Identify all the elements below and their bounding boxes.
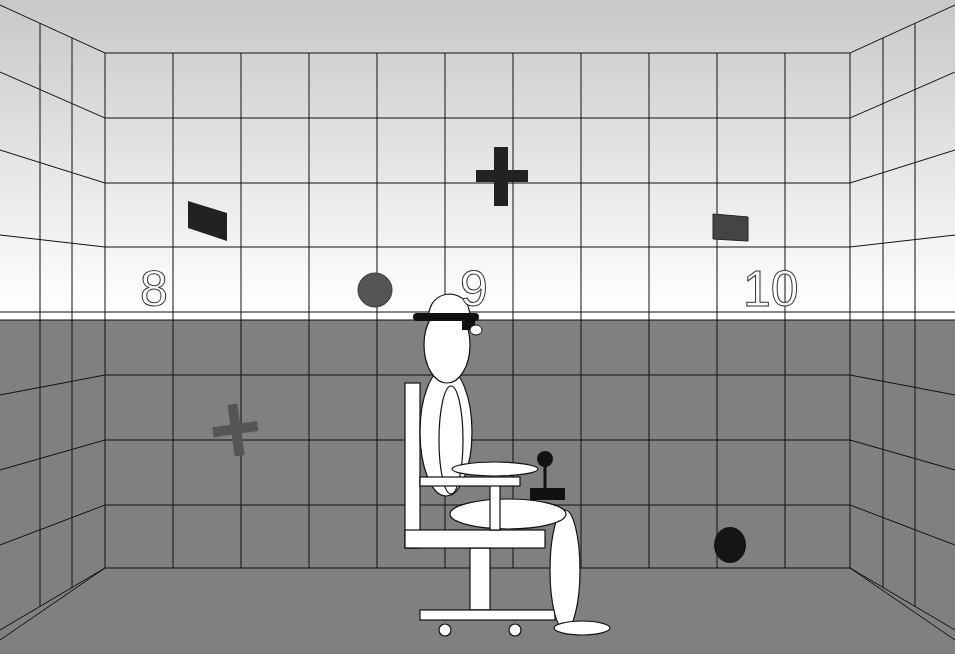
grid-line bbox=[513, 53, 514, 568]
grid-line bbox=[72, 38, 73, 588]
grid-line bbox=[850, 375, 955, 395]
grid-line bbox=[0, 5, 105, 53]
grid-line bbox=[0, 150, 105, 183]
grid-line bbox=[850, 5, 955, 53]
grid-line bbox=[915, 23, 916, 606]
grid-line bbox=[173, 53, 174, 568]
grid-line bbox=[850, 235, 955, 247]
grid-line bbox=[850, 568, 955, 640]
grid-line bbox=[0, 312, 105, 313]
grid-line bbox=[105, 53, 850, 54]
grid-line bbox=[0, 320, 105, 321]
grid-line bbox=[377, 53, 378, 568]
grid-line bbox=[0, 235, 105, 247]
circle-symbol bbox=[714, 527, 746, 563]
grid-line bbox=[581, 53, 582, 568]
rectangle-symbol bbox=[188, 201, 227, 241]
rectangle-symbol bbox=[713, 214, 748, 241]
grid-line bbox=[105, 53, 106, 568]
grid-line bbox=[241, 53, 242, 568]
wall-grid bbox=[0, 5, 955, 640]
grid-line bbox=[309, 53, 310, 568]
grid-line bbox=[105, 247, 850, 248]
lower-wall bbox=[0, 320, 955, 654]
grid-line bbox=[850, 568, 955, 630]
grid-line bbox=[0, 440, 105, 470]
grid-line bbox=[105, 118, 850, 119]
grid-line bbox=[883, 38, 884, 588]
chair-arm bbox=[420, 462, 538, 530]
grid-line bbox=[0, 505, 105, 545]
grid-line bbox=[105, 375, 850, 376]
grid-line bbox=[850, 53, 851, 568]
grid-line bbox=[850, 150, 955, 183]
grid-line bbox=[850, 440, 955, 470]
seated-person bbox=[420, 294, 610, 635]
grid-line bbox=[850, 505, 955, 545]
grid-line bbox=[850, 72, 955, 118]
grid-line bbox=[649, 53, 650, 568]
grid-line bbox=[0, 72, 105, 118]
callout-number: 9 bbox=[460, 264, 488, 314]
cross-symbol bbox=[210, 401, 262, 459]
symbols bbox=[188, 147, 748, 563]
headset bbox=[413, 313, 482, 335]
callout-number: 8 bbox=[140, 264, 168, 314]
joystick bbox=[530, 451, 565, 500]
grid-line bbox=[0, 568, 105, 640]
grid-line bbox=[0, 568, 105, 630]
grid-line bbox=[850, 312, 955, 313]
grid-line bbox=[105, 440, 850, 441]
upper-wall bbox=[0, 0, 955, 314]
grid-line bbox=[0, 375, 105, 395]
circle-symbol bbox=[358, 273, 392, 307]
grid-line bbox=[40, 23, 41, 606]
grid-line bbox=[105, 183, 850, 184]
cross-symbol bbox=[476, 170, 528, 182]
callout-number: 10 bbox=[743, 264, 799, 314]
grid-line bbox=[717, 53, 718, 568]
grid-line bbox=[850, 320, 955, 321]
